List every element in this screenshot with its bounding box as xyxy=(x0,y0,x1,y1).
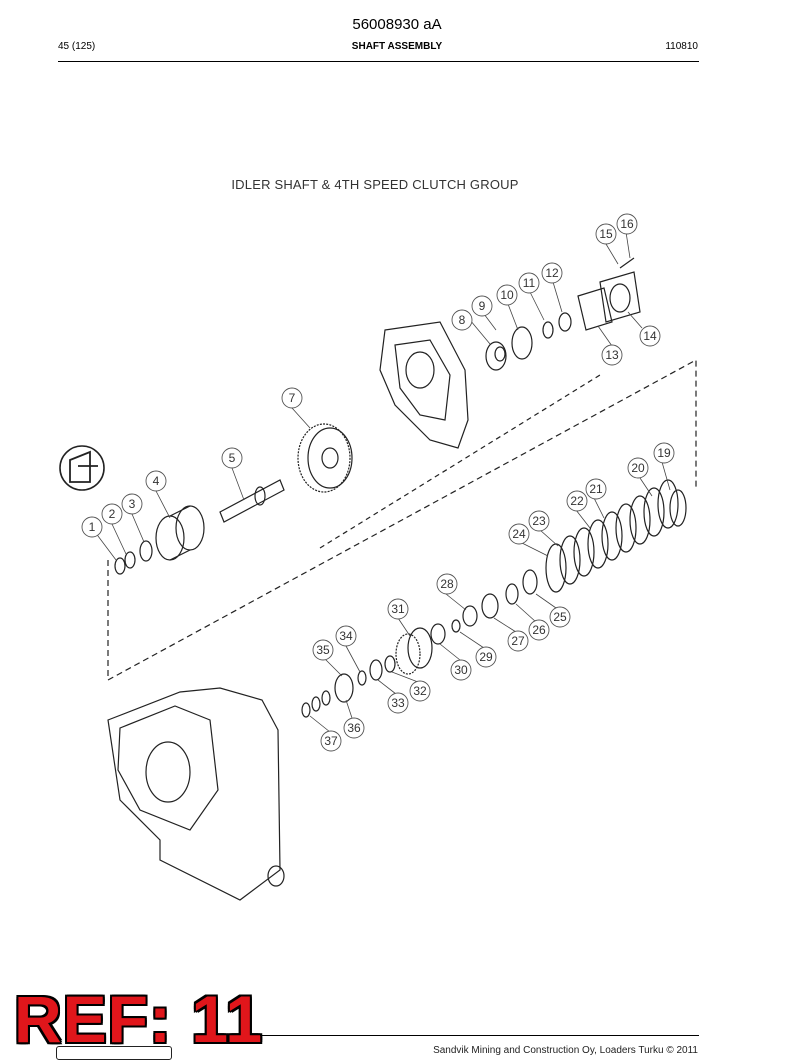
callout: 24 xyxy=(512,527,526,541)
clutch-hub-31 xyxy=(395,633,421,675)
callout: 23 xyxy=(532,514,546,528)
callout: 31 xyxy=(391,602,405,616)
diagram-title: IDLER SHAFT & 4TH SPEED CLUTCH GROUP xyxy=(231,177,519,192)
callout: 37 xyxy=(324,734,338,748)
callout: 34 xyxy=(339,629,353,643)
footer-rule xyxy=(260,1035,699,1036)
callout: 13 xyxy=(605,348,619,362)
document-number: 56008930 aA xyxy=(352,16,442,33)
callout: 1 xyxy=(89,520,96,534)
callout: 16 xyxy=(620,217,634,231)
callout: 3 xyxy=(129,497,136,511)
callout: 11 xyxy=(523,276,536,290)
callout: 20 xyxy=(631,461,645,475)
callout: 21 xyxy=(589,482,603,496)
callout: 14 xyxy=(643,329,657,343)
bearing-4 xyxy=(155,515,185,561)
callout: 35 xyxy=(316,643,330,657)
transmission-housing xyxy=(107,687,281,901)
page-indicator: 45 (125) xyxy=(58,41,96,52)
callout: 32 xyxy=(413,684,427,698)
callout: 28 xyxy=(440,577,454,591)
callout: 25 xyxy=(553,610,567,624)
callout: 30 xyxy=(454,663,468,677)
ref-stamp: REF: 11 xyxy=(14,982,264,1056)
clutch-pack xyxy=(545,479,687,593)
callout: 12 xyxy=(545,266,559,280)
callout: 26 xyxy=(532,623,546,637)
assembly-dashed-line xyxy=(107,358,697,682)
callout: 7 xyxy=(289,391,296,405)
callout: 15 xyxy=(599,227,613,241)
callout: 36 xyxy=(347,721,361,735)
callout: 19 xyxy=(657,446,671,460)
callout: 22 xyxy=(570,494,584,508)
callout: 33 xyxy=(391,696,405,710)
callout: 8 xyxy=(459,313,466,327)
callout: 10 xyxy=(500,288,514,302)
callout: 9 xyxy=(479,299,486,313)
callout: 2 xyxy=(109,507,116,521)
gear-7 xyxy=(297,423,351,493)
header-rule xyxy=(58,61,699,62)
footer-logo xyxy=(56,1046,172,1060)
idler-shaft-5 xyxy=(219,479,285,523)
callout: 4 xyxy=(153,474,160,488)
section-title: SHAFT ASSEMBLY xyxy=(351,41,443,52)
housing-cover xyxy=(379,321,469,449)
callout: 29 xyxy=(479,650,493,664)
callout: 5 xyxy=(229,451,236,465)
callout: 27 xyxy=(511,634,525,648)
date-code: 110810 xyxy=(665,41,698,52)
footer-copyright: Sandvik Mining and Construction Oy, Load… xyxy=(433,1045,698,1056)
reference-icon xyxy=(59,445,105,491)
